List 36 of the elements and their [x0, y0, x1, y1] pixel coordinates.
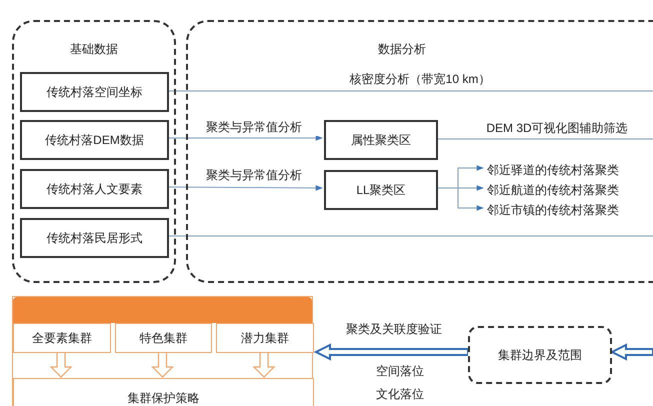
- block-arrow: [610, 343, 653, 361]
- cluster-box: [115, 323, 212, 353]
- process-box: [20, 120, 169, 160]
- note-label: 文化落位: [375, 386, 425, 403]
- cluster-box: [13, 323, 111, 353]
- process-box: [20, 72, 169, 112]
- block-arrow: [252, 351, 276, 378]
- node-label: 传统村落民居形式: [46, 230, 142, 247]
- block-arrow: [151, 351, 174, 378]
- process-box: [324, 170, 438, 210]
- node-label: 邻近航道的传统村落聚类: [487, 182, 619, 199]
- block-arrow: [314, 343, 469, 361]
- cluster-panel: [12, 296, 313, 406]
- node-label: 集群保护策略: [128, 390, 200, 406]
- node-label: 全要素集群: [32, 330, 92, 347]
- block-arrow: [50, 351, 72, 378]
- cluster-box: [216, 323, 314, 353]
- group-title: 基础数据: [69, 41, 119, 58]
- node-label: 属性聚类区: [351, 132, 411, 149]
- node-label: 邻近市镇的传统村落聚类: [487, 202, 619, 219]
- node-label: 传统村落空间坐标: [46, 84, 142, 101]
- group-title: 数据分析: [378, 41, 426, 58]
- node-label: 传统村落人文要素: [46, 181, 142, 198]
- node-label: 特色集群: [140, 330, 188, 347]
- node-label: 潜力集群: [241, 330, 289, 347]
- process-box: [20, 169, 169, 209]
- dashed-group-frame: [12, 20, 176, 283]
- note-label: 空间落位: [375, 363, 425, 380]
- process-box: [324, 120, 438, 160]
- node-label: 邻近驿道的传统村落聚类: [487, 162, 619, 179]
- cluster-box: [13, 378, 314, 406]
- node-label: LL聚类区: [356, 182, 406, 199]
- process-box: [20, 218, 169, 258]
- dashed-box: [468, 326, 612, 384]
- node-label: 集群边界及范围: [498, 347, 582, 364]
- node-label: 传统村落DEM数据: [45, 132, 144, 149]
